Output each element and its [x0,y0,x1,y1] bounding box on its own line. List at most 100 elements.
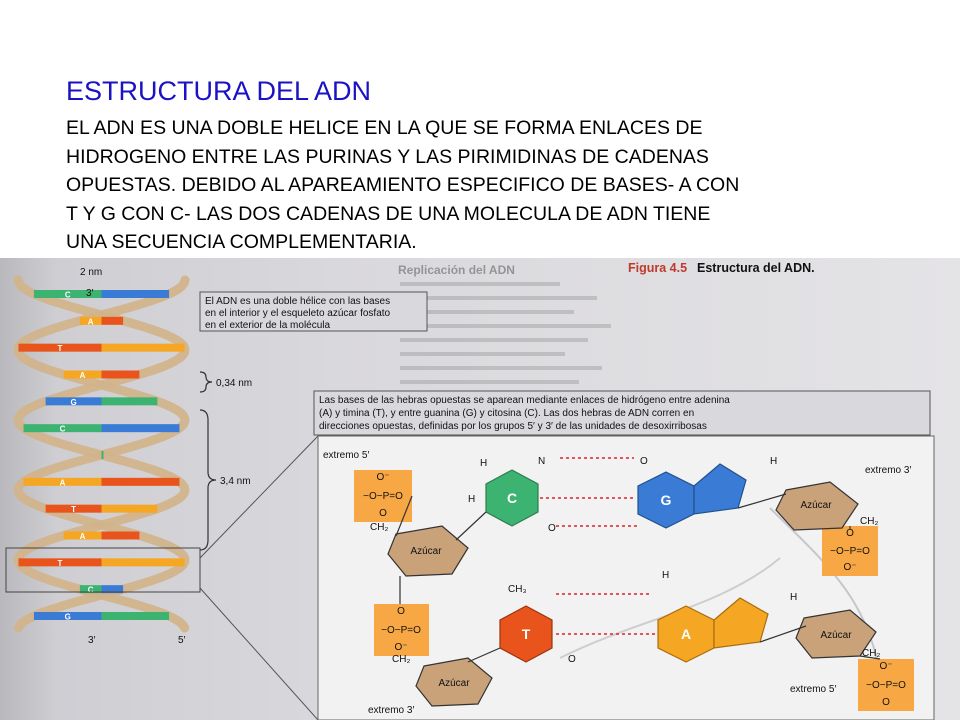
helix-base-letter: C [60,425,66,434]
rise-bracket [199,371,213,393]
helix-base-letter: A [60,478,66,487]
figure-label: Figura 4.5 [628,261,687,275]
zoom-region-frame [5,547,201,593]
glycosidic-bond [737,493,787,509]
phosphate-group: O −O−P=O O⁻ [822,526,878,576]
base-adenine: A H H [657,570,797,663]
svg-text:−O−P=O: −O−P=O [363,491,403,502]
sugar-ring: Azúcar CH₂ [775,481,878,531]
svg-text:O: O [548,523,556,534]
info-box-pairing-line: Las bases de las hebras opuestas se apar… [319,395,730,406]
guanine-ring-5 [693,463,747,515]
slide-body: EL ADN ES UNA DOBLE HELICE EN LA QUE SE … [66,114,946,257]
helix-base-pair [63,370,102,379]
thymine-letter: T [522,626,531,642]
helix-base-pair [63,531,102,540]
sugar-ring: Azúcar CH₂ [392,654,493,707]
helix-base-pair [101,451,104,459]
sugar-label: Azúcar [820,630,852,641]
svg-text:−O−P=O: −O−P=O [866,680,906,691]
svg-text:O: O [379,508,387,519]
figure-svg: Replicación del ADN Figura 4.5 Estructur… [0,258,960,720]
svg-text:H: H [468,494,475,505]
ghost-text-line [400,366,602,370]
sugar-label: Azúcar [800,500,832,511]
adenine-letter: A [681,626,691,642]
guanine-letter: G [661,492,672,508]
helix-top-end-label: 3′ [86,288,94,299]
cytosine-letter: C [507,490,517,506]
info-box-helix-line: El ADN es una doble hélice con las bases [205,296,390,307]
svg-text:O⁻: O⁻ [879,661,892,672]
info-box-helix [199,291,428,332]
helix-base-letter: A [88,317,94,326]
base-thymine: T CH₃ O [499,584,576,665]
body-line: EL ADN ES UNA DOBLE HELICE EN LA QUE SE … [66,117,703,139]
helix-base-pair [23,424,102,433]
svg-text:H: H [480,458,487,469]
adenine-ring-5 [713,597,769,649]
sugar-pentagon [387,525,469,577]
zoom-line-bottom [199,587,319,720]
helix-base-pair [101,424,180,433]
ghost-text-line [400,296,597,300]
extremo-3-top-label: extremo 3′ [865,465,911,476]
svg-text:O: O [397,606,405,617]
helix-base-letter: A [80,532,86,541]
helix-base-letter: T [58,344,63,353]
extremo-5-bottom-label: extremo 5′ [790,684,836,695]
svg-text:CH₂: CH₂ [862,648,880,659]
info-box-helix-line: en el exterior de la molécula [205,320,331,331]
helix-base-pair [101,531,140,540]
sugar-pentagon [775,481,859,531]
phosphate-box [822,526,878,576]
helix-5-end-label: 5′ [178,635,186,646]
sugar-label: Azúcar [410,546,442,557]
ghost-text-line [400,282,560,286]
helix-base-pair [45,504,102,513]
helix-base-pair [101,558,185,567]
glycosidic-bond [759,625,807,643]
phosphodiester-bond [395,495,413,537]
cytosine-ring [485,469,539,527]
slide-header: ESTRUCTURA DEL ADN EL ADN ES UNA DOBLE H… [0,0,960,258]
helix-base-letter: T [58,559,63,568]
info-box-pairing-line: (A) y timina (T), y entre guanina (G) y … [319,408,694,419]
pitch-label: 3,4 nm [220,476,251,487]
glycosidic-bond [467,647,501,663]
svg-text:CH₂: CH₂ [370,522,388,533]
svg-text:O⁻: O⁻ [394,642,407,653]
svg-text:O⁻: O⁻ [376,472,389,483]
helix-base-pair [101,397,158,406]
info-box-pairing [313,390,931,436]
ghost-text-line [400,338,588,342]
ghost-text-line [400,352,565,356]
svg-text:O⁻: O⁻ [843,562,856,573]
helix-base-letter: C [65,291,71,300]
helix-base-pair [101,343,185,352]
sugar-label: Azúcar [438,678,470,689]
svg-text:O: O [640,456,648,467]
helix-width-label: 2 nm [80,267,102,278]
figure-caption: Estructura del ADN. [697,261,815,275]
svg-text:O: O [568,654,576,665]
helix-base-pair [79,316,102,325]
body-line: T Y G CON C- LAS DOS CADENAS DE UNA MOLE… [66,202,711,225]
helix-base-pair [101,504,158,513]
hydrogen-bonds [540,457,656,635]
ghost-text-line [400,324,611,328]
svg-text:−O−P=O: −O−P=O [830,546,870,557]
body-line: HIDROGENO ENTRE LAS PURINAS Y LAS PIRIMI… [66,145,709,168]
base-cytosine: C H H N O [468,456,556,534]
helix-base-letter: C [88,586,94,595]
svg-text:O: O [882,697,890,708]
svg-text:CH₃: CH₃ [508,584,527,595]
helix-base-pair [101,612,170,620]
helix-base-pair [33,612,102,620]
helix-base-letter: A [80,371,86,380]
helix-backbone-strand [13,275,190,633]
svg-text:H: H [790,592,797,603]
ghost-text-line [400,310,574,314]
phosphodiester-bond [859,655,881,660]
